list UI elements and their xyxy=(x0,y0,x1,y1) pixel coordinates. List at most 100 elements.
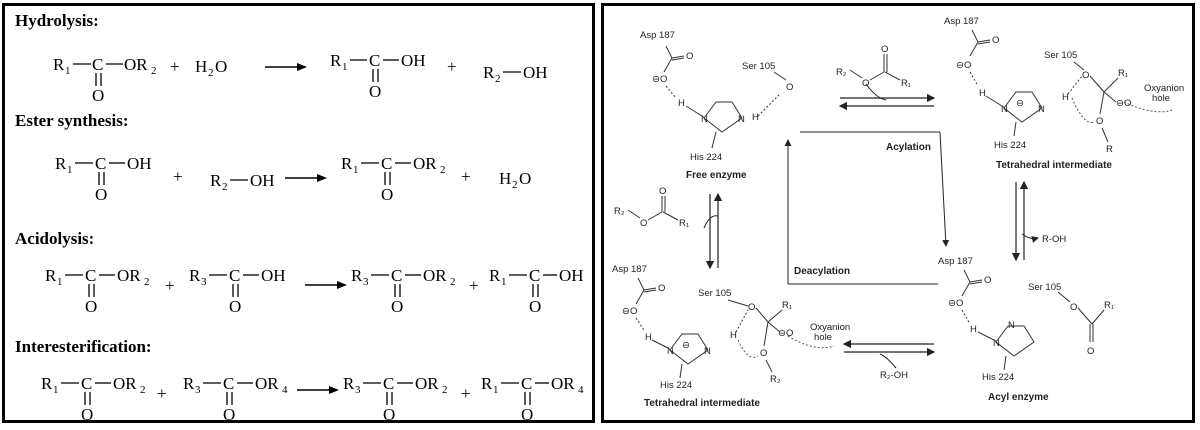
interesterification-equation: R 1 C OR 2 O + R 3 C OR 4 O R 3 C OR 2 O… xyxy=(41,374,584,423)
atom-label: OH xyxy=(261,266,286,285)
atom-label: O xyxy=(369,82,381,101)
hole-label: hole xyxy=(814,332,832,343)
heading-ester-synthesis: Ester synthesis: xyxy=(15,111,129,130)
atom-label: R₂ xyxy=(614,206,625,217)
ester-substrate: R₂ O O R₁ xyxy=(836,44,911,89)
plus-sign: + xyxy=(461,167,471,186)
atom-label: O xyxy=(659,186,666,197)
atom-label: H xyxy=(730,330,737,341)
atom-label: O xyxy=(381,185,393,204)
atom-label: N xyxy=(701,114,708,125)
atom-label: R₁ xyxy=(1104,300,1114,311)
atom-label: R xyxy=(189,266,201,285)
atom-label: R xyxy=(483,63,495,82)
atom-label: C xyxy=(381,154,392,173)
tetrahedral-label-top: Tetrahedral intermediate xyxy=(996,160,1112,171)
tetrahedral-label-bottom: Tetrahedral intermediate xyxy=(644,398,760,409)
subscript: 3 xyxy=(355,384,361,396)
reaction-types-svg: Hydrolysis: Ester synthesis: Acidolysis:… xyxy=(15,11,584,423)
subscript: 2 xyxy=(512,179,518,191)
subscript: 2 xyxy=(495,73,501,85)
atom-label: O xyxy=(229,297,241,316)
equilibrium-arrows-bottom: R₂-OH xyxy=(842,339,936,381)
mechanism-svg: Asp 187 O ⊖ O H N N H Ser 105 O His 224 F… xyxy=(612,16,1184,409)
atom-label: R xyxy=(489,266,501,285)
atom-label: O xyxy=(984,275,991,286)
subscript: 1 xyxy=(501,276,507,288)
atom-label: R xyxy=(1106,144,1113,155)
atom-label: C xyxy=(521,374,532,393)
atom-label: R₁ xyxy=(782,300,792,311)
ester-synthesis-equation: R 1 C OH O + R 2 OH R 1 C OR 2 O + H 2 O xyxy=(55,154,531,204)
atom-label: H xyxy=(970,324,977,335)
atom-label: O xyxy=(1096,116,1103,127)
atom-label: O xyxy=(640,218,647,229)
charge-label: ⊖ xyxy=(1016,98,1024,109)
atom-label: C xyxy=(391,266,402,285)
equilibrium-arrows-top xyxy=(838,83,936,111)
atom-label: H xyxy=(195,57,207,76)
equilibrium-arrows-right: R-OH xyxy=(1011,180,1066,262)
subscript: 1 xyxy=(353,164,359,176)
plus-sign: + xyxy=(157,384,167,403)
hole-label: hole xyxy=(1152,93,1170,104)
atom-label: OR xyxy=(255,374,279,393)
atom-label: O xyxy=(658,283,665,294)
plus-sign: + xyxy=(165,276,175,295)
oxyanion-label: Oxyanion xyxy=(810,322,850,333)
atom-label: OR xyxy=(117,266,141,285)
atom-label: O xyxy=(95,185,107,204)
atom-label: OR xyxy=(415,374,439,393)
atom-label: N xyxy=(1001,104,1008,115)
r-oh-label: R-OH xyxy=(1042,234,1066,245)
atom-label: R₂ xyxy=(836,67,847,78)
atom-label: R xyxy=(55,154,67,173)
atom-label: O xyxy=(992,35,999,46)
atom-label: N xyxy=(704,346,711,357)
atom-label: OH xyxy=(559,266,584,285)
heading-acidolysis: Acidolysis: xyxy=(15,229,94,248)
catalytic-cycle-arrows: Acylation Deacylation xyxy=(784,131,950,285)
atom-label: N xyxy=(738,114,745,125)
atom-label: R xyxy=(45,266,57,285)
subscript: 3 xyxy=(195,384,201,396)
subscript: 1 xyxy=(53,384,59,396)
atom-label: R xyxy=(351,266,363,285)
tetrahedral-intermediate-bottom: Asp 187 O ⊖O H N N ⊖ H Ser 105 O R₁ ⊖O xyxy=(612,264,850,409)
atom-label: O xyxy=(519,169,531,188)
atom-label: R xyxy=(210,171,222,190)
tetrahedral-intermediate-top: Asp 187 O ⊖O H N N ⊖ H Ser 105 O R₁ ⊖O xyxy=(944,16,1184,171)
atom-label: R xyxy=(343,374,355,393)
reaction-types-panel: Hydrolysis: Ester synthesis: Acidolysis:… xyxy=(2,3,595,423)
subscript: 4 xyxy=(578,384,584,396)
r2-oh-label: R₂-OH xyxy=(880,370,908,381)
free-enzyme-structure: Asp 187 O ⊖O H N N H Ser 105 O His 224 F… xyxy=(640,30,793,181)
ser-label: Ser 105 xyxy=(698,288,731,299)
atom-label: H xyxy=(499,169,511,188)
atom-label: R xyxy=(330,51,342,70)
atom-label: OH xyxy=(127,154,152,173)
atom-label: O xyxy=(85,297,97,316)
ser-label: Ser 105 xyxy=(1028,282,1061,293)
atom-label: R₁ xyxy=(679,218,689,229)
atom-label: C xyxy=(223,374,234,393)
atom-label: O xyxy=(223,405,235,423)
atom-label: O xyxy=(529,297,541,316)
oxyanion-label: Oxyanion xyxy=(1144,83,1184,94)
subscript: 2 xyxy=(151,65,157,77)
atom-label: N xyxy=(667,346,674,357)
atom-label: C xyxy=(383,374,394,393)
atom-label: H xyxy=(752,112,759,123)
asp-label: Asp 187 xyxy=(938,256,973,267)
free-enzyme-label: Free enzyme xyxy=(686,170,747,181)
atom-label: R xyxy=(41,374,53,393)
atom-label: O xyxy=(521,405,533,423)
subscript: 2 xyxy=(140,384,146,396)
plus-sign: + xyxy=(170,57,180,76)
subscript: 3 xyxy=(201,276,207,288)
atom-label: O xyxy=(215,57,227,76)
atom-label: H xyxy=(1062,92,1069,103)
his-label: His 224 xyxy=(982,372,1014,383)
heading-hydrolysis: Hydrolysis: xyxy=(15,11,99,30)
atom-label: H xyxy=(979,88,986,99)
